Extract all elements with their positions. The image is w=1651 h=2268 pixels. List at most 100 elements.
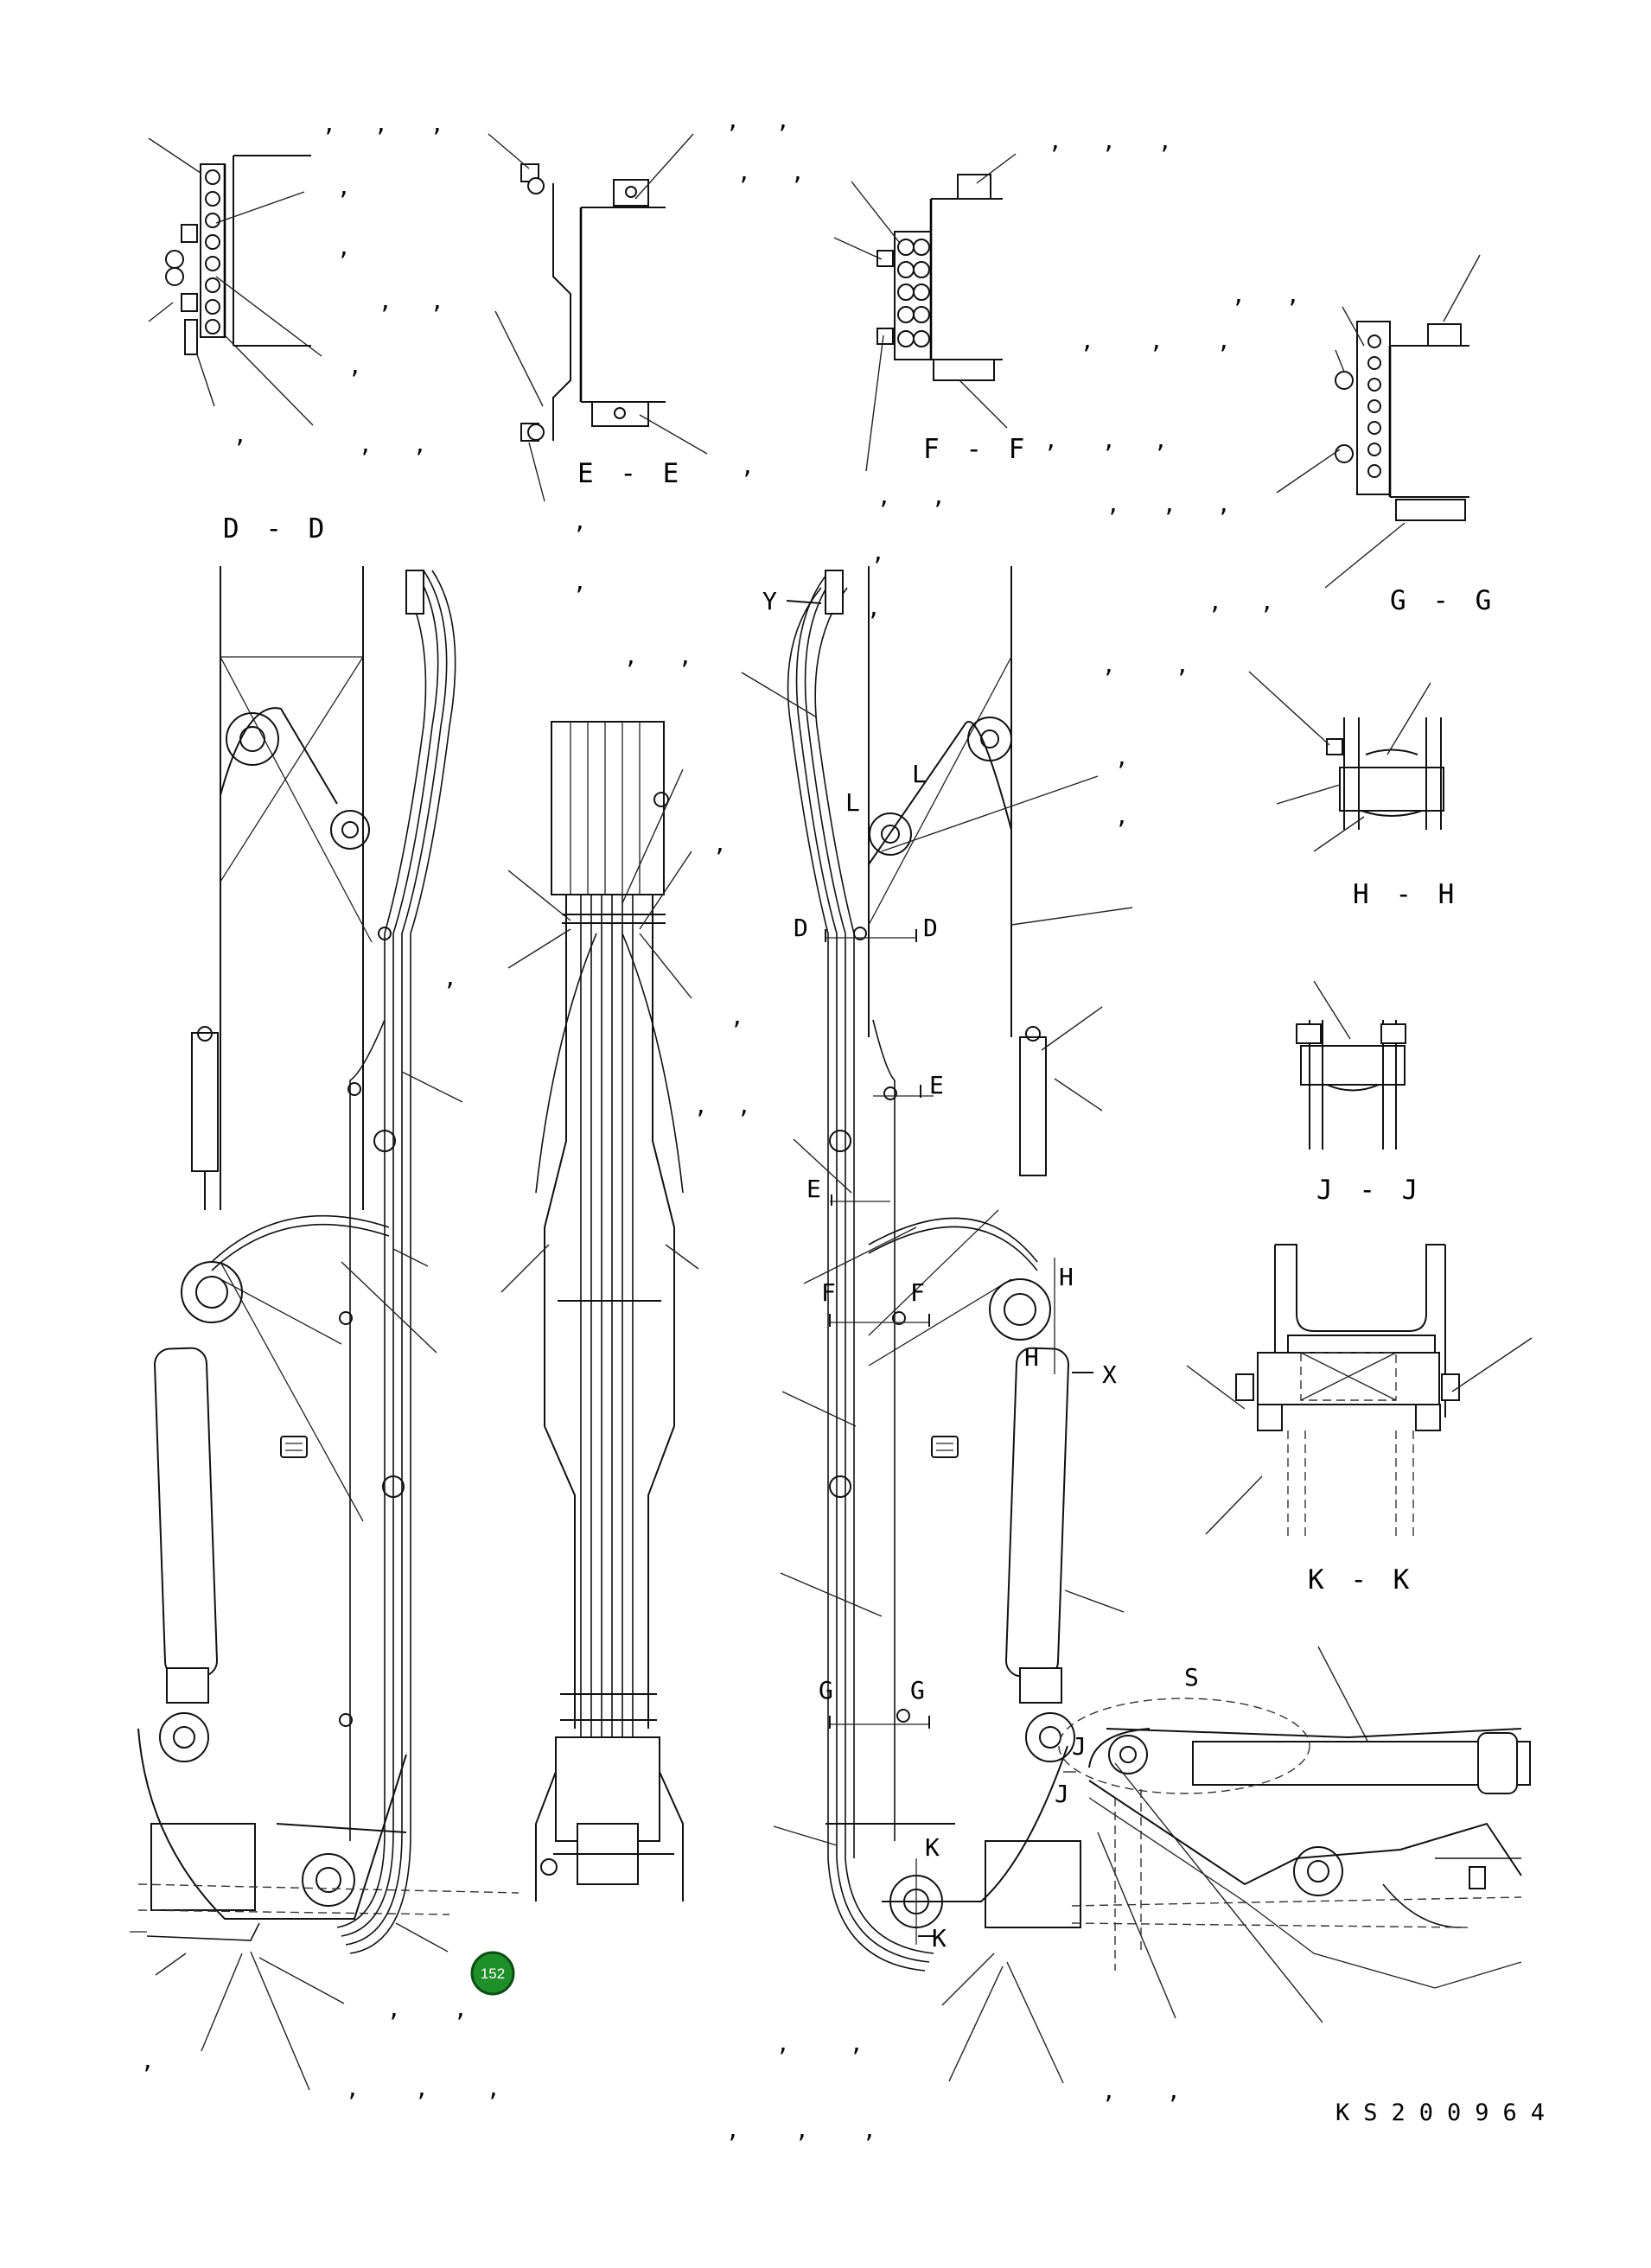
- marker-j2: J: [1055, 1780, 1069, 1808]
- section-kk-label: K - K: [1308, 1564, 1414, 1596]
- marker-y: Y: [762, 587, 777, 615]
- svg-text:,: ,: [337, 175, 351, 201]
- marker-j1: J: [1072, 1732, 1087, 1761]
- svg-text:,: ,: [1150, 328, 1163, 354]
- section-hh-label: H - H: [1353, 879, 1459, 910]
- right-boom-view: [130, 566, 1081, 1972]
- svg-text:,: ,: [1102, 653, 1116, 678]
- svg-text:,: ,: [1260, 589, 1274, 615]
- svg-text:,: ,: [359, 432, 373, 458]
- section-dd-leaders: [148, 137, 322, 426]
- middle-boom-view: [535, 721, 684, 1902]
- svg-text:,: ,: [795, 2118, 809, 2144]
- marker-d1: D: [794, 914, 808, 942]
- callout-commas: , , , , , , , , , , , , , , , , , , , , …: [141, 108, 1300, 2144]
- marker-g2: G: [910, 1676, 925, 1704]
- svg-text:,: ,: [776, 2031, 790, 2057]
- svg-text:,: ,: [233, 423, 247, 449]
- svg-text:,: ,: [726, 108, 740, 134]
- svg-text:,: ,: [1115, 804, 1129, 830]
- svg-text:,: ,: [1044, 428, 1058, 454]
- svg-text:,: ,: [573, 570, 587, 596]
- svg-text:,: ,: [863, 2118, 876, 2144]
- svg-text:,: ,: [573, 509, 587, 535]
- marker-x: X: [1102, 1360, 1117, 1389]
- svg-text:,: ,: [737, 1093, 751, 1119]
- svg-text:,: ,: [1102, 129, 1116, 155]
- svg-text:,: ,: [1176, 653, 1189, 678]
- marker-arrows: [786, 600, 1093, 1937]
- page-reference-label: 152: [481, 1965, 505, 1982]
- middle-boom-leaders: [500, 768, 699, 1293]
- marker-e2: E: [806, 1175, 821, 1203]
- svg-text:,: ,: [877, 484, 891, 510]
- svg-text:,: ,: [379, 289, 392, 315]
- section-ee-leaders: [488, 133, 708, 502]
- section-ee-label: E - E: [577, 458, 684, 489]
- svg-text:,: ,: [850, 2031, 864, 2057]
- svg-text:,: ,: [430, 111, 444, 137]
- svg-text:,: ,: [374, 111, 388, 137]
- page-reference-button[interactable]: 152: [470, 1951, 515, 1996]
- section-ff-leaders: [833, 153, 1017, 472]
- svg-text:,: ,: [871, 540, 885, 566]
- svg-text:,: ,: [737, 160, 751, 186]
- svg-text:,: ,: [867, 596, 881, 621]
- marker-d2: D: [923, 914, 938, 942]
- marker-h2: H: [1024, 1343, 1039, 1372]
- svg-text:,: ,: [726, 2118, 740, 2144]
- svg-text:,: ,: [1217, 328, 1231, 354]
- marker-f2: F: [910, 1278, 925, 1307]
- svg-text:,: ,: [1080, 328, 1094, 354]
- svg-text:,: ,: [694, 1093, 708, 1119]
- svg-text:,: ,: [1158, 129, 1172, 155]
- svg-text:,: ,: [624, 644, 638, 670]
- svg-text:,: ,: [776, 108, 790, 134]
- left-boom-leaders: [155, 1071, 463, 2091]
- section-hh-leaders: [1248, 671, 1431, 852]
- marker-l2: L: [912, 760, 927, 788]
- section-hh-view: [1326, 717, 1444, 830]
- svg-text:,: ,: [322, 111, 336, 137]
- marker-e1: E: [929, 1071, 944, 1099]
- svg-text:,: ,: [1154, 428, 1168, 454]
- section-kk-view: [1235, 1244, 1460, 1539]
- svg-text:,: ,: [730, 1004, 744, 1030]
- marker-k2: K: [932, 1924, 947, 1953]
- svg-text:,: ,: [413, 432, 427, 458]
- marker-h1: H: [1059, 1263, 1074, 1291]
- svg-text:,: ,: [454, 1997, 468, 2023]
- svg-text:,: ,: [679, 644, 692, 670]
- svg-text:,: ,: [932, 484, 946, 510]
- svg-text:,: ,: [415, 2076, 429, 2102]
- svg-text:,: ,: [713, 831, 727, 857]
- marker-g1: G: [819, 1676, 833, 1704]
- marker-s: S: [1184, 1663, 1199, 1691]
- svg-text:,: ,: [1167, 2079, 1181, 2105]
- marker-l1: L: [845, 788, 860, 817]
- marker-f1: F: [821, 1278, 836, 1307]
- svg-text:,: ,: [430, 289, 444, 315]
- svg-text:,: ,: [741, 454, 755, 480]
- left-boom-view: [137, 566, 520, 1954]
- svg-text:,: ,: [1208, 589, 1222, 615]
- section-jj-view: [1296, 1020, 1406, 1150]
- svg-text:,: ,: [1049, 129, 1062, 155]
- section-ff-label: F - F: [923, 434, 1029, 465]
- svg-text:,: ,: [348, 354, 362, 379]
- svg-text:,: ,: [387, 1997, 401, 2023]
- svg-text:,: ,: [487, 2076, 500, 2102]
- svg-text:,: ,: [791, 160, 805, 186]
- marker-k1: K: [925, 1833, 940, 1862]
- section-dd-label: D - D: [223, 513, 329, 545]
- section-ff-view: [876, 174, 1003, 381]
- svg-text:,: ,: [1163, 492, 1176, 518]
- section-ee-view: [520, 163, 666, 442]
- base-frame-view: [1058, 1698, 1531, 1989]
- svg-text:,: ,: [1106, 492, 1120, 518]
- svg-text:,: ,: [1217, 492, 1231, 518]
- svg-text:,: ,: [1102, 428, 1116, 454]
- section-jj-label: J - J: [1316, 1175, 1423, 1206]
